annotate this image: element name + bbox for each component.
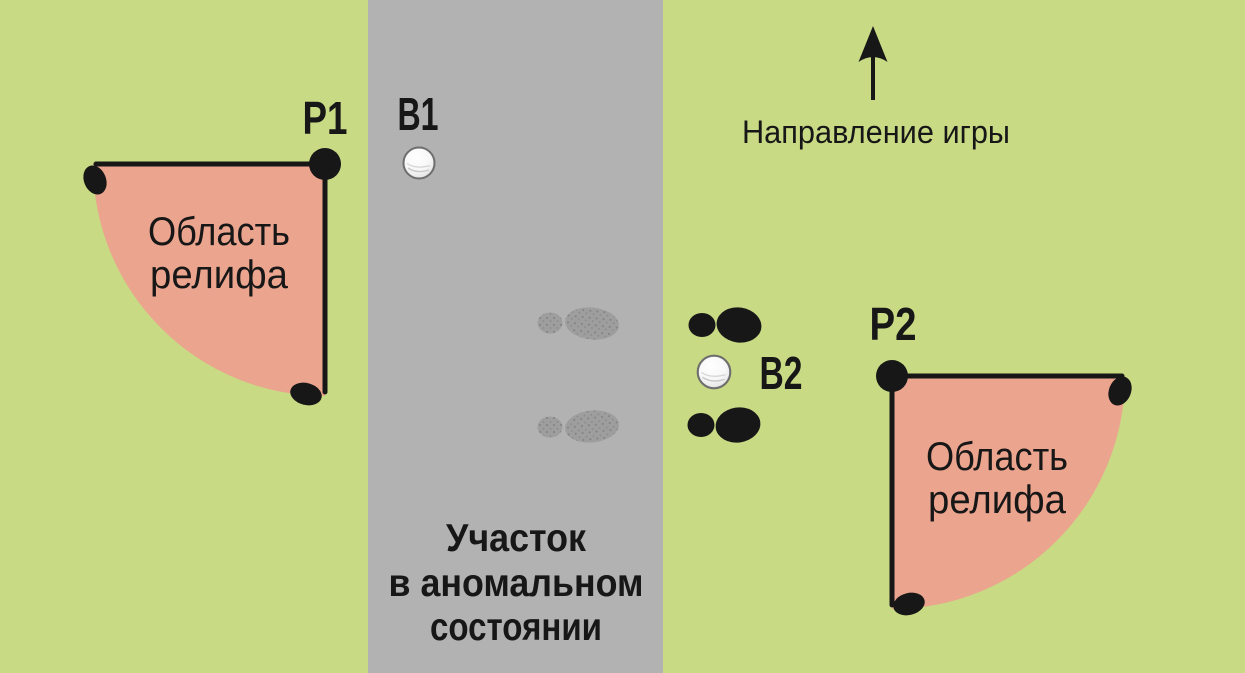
relief-area-left-label-line1: Область: [148, 210, 290, 254]
ball-b1-label: B1: [398, 88, 439, 140]
abnormal-area-caption: Участок в аномальном состоянии: [389, 517, 644, 649]
ball-b2-group: B2: [696, 347, 803, 399]
direction-of-play-label: Направление игры: [742, 114, 1010, 150]
point-p2-dot: [876, 360, 908, 392]
abnormal-area-label-line3: состоянии: [430, 606, 602, 649]
arc-end-mark: [83, 165, 107, 195]
point-p1-label: P1: [303, 92, 348, 144]
arc-end-mark: [290, 382, 322, 406]
relief-area-right: P2 Область релифа: [870, 298, 1132, 616]
relief-area-right-label-line1: Область: [926, 435, 1068, 479]
relief-area-right-label-line2: релифа: [928, 478, 1067, 522]
relief-area-left-shape: [93, 164, 325, 396]
ball-b1-group: B1: [398, 88, 439, 180]
point-p1-dot: [309, 148, 341, 180]
up-arrow-icon: [858, 26, 888, 100]
arc-end-mark: [893, 592, 925, 616]
relief-area-left-label-line2: релифа: [150, 253, 289, 297]
relief-area-left: P1 Область релифа: [83, 92, 348, 406]
relief-area-right-shape: [892, 376, 1125, 609]
golf-ball-b2-icon: [696, 354, 732, 390]
arc-end-mark: [1108, 376, 1132, 406]
direction-of-play: Направление игры: [742, 26, 1010, 150]
point-p2-label: P2: [870, 298, 917, 350]
abnormal-condition-strip: [368, 0, 663, 673]
abnormal-area-label-line1: Участок: [446, 517, 586, 560]
ball-b2-label: B2: [760, 347, 803, 399]
abnormal-area-label-line2: в аномальном: [389, 562, 644, 605]
golf-ball-b1-icon: [402, 146, 436, 180]
